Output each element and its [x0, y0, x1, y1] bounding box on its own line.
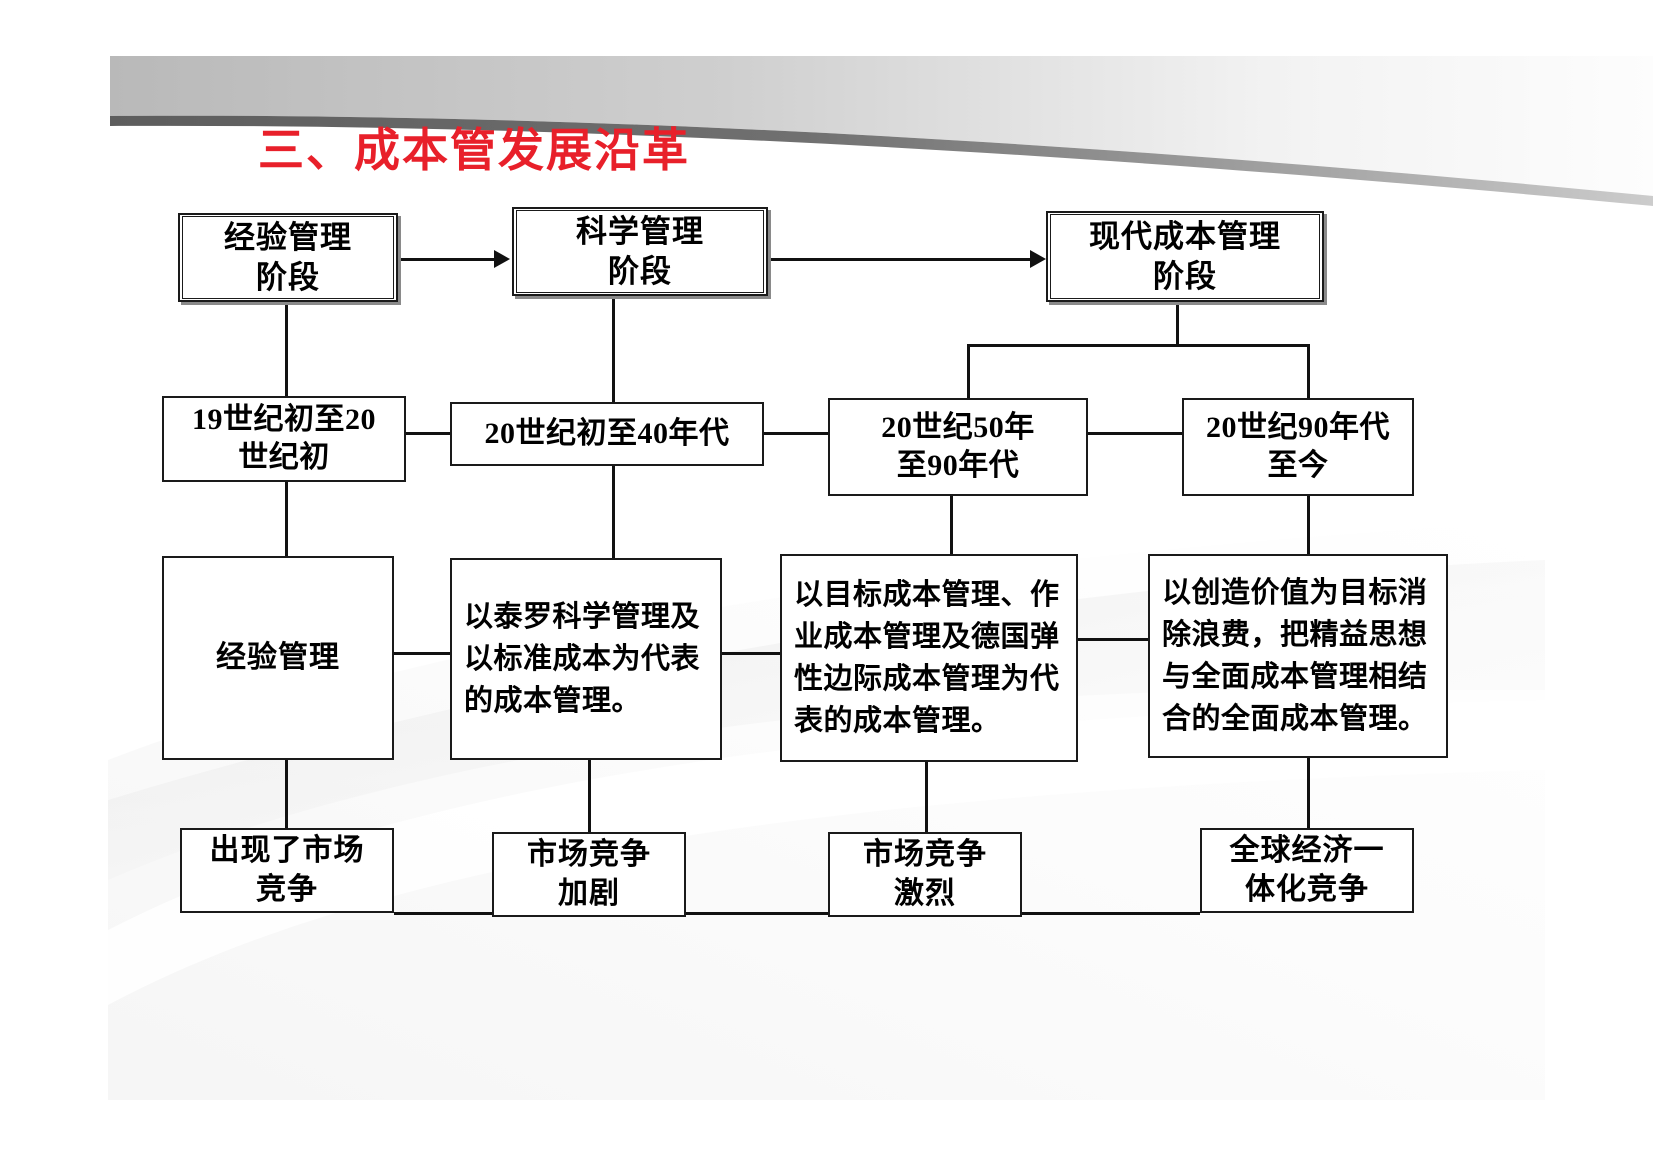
connector-era2-to-desc2 — [612, 466, 615, 558]
competition-box-2-label: 市场竞争 加剧 — [527, 838, 651, 910]
description-box-4[interactable]: 以创造价值为目标消除浪费，把精益思想与全面成本管理相结合的全面成本管理。 — [1148, 554, 1448, 758]
description-box-4-label: 以创造价值为目标消除浪费，把精益思想与全面成本管理相结合的全面成本管理。 — [1162, 576, 1428, 736]
stage-box-experience-label: 经验管理 阶段 — [224, 219, 352, 295]
competition-box-3[interactable]: 市场竞争 激烈 — [828, 832, 1022, 917]
connector-stage3-to-era3 — [967, 344, 970, 398]
connector-stage1-to-era1 — [285, 302, 288, 398]
connector-era1-to-desc1 — [285, 482, 288, 556]
stage-box-scientific-label: 科学管理 阶段 — [576, 213, 704, 289]
connector-era4-to-desc4 — [1307, 496, 1310, 554]
era-box-1[interactable]: 19世纪初至20 世纪初 — [162, 396, 406, 482]
description-box-3-label: 以目标成本管理、作业成本管理及德国弹性边际成本管理为代表的成本管理。 — [794, 578, 1060, 738]
connector-desc1-to-desc2 — [394, 652, 450, 655]
competition-box-3-label: 市场竞争 激烈 — [863, 838, 987, 910]
stage-box-scientific[interactable]: 科学管理 阶段 — [512, 207, 768, 296]
connector-desc3-to-comp3 — [925, 762, 928, 832]
competition-box-4[interactable]: 全球经济一 体化竞争 — [1200, 828, 1414, 913]
connector-comp3-to-comp4 — [1022, 912, 1200, 915]
arrow-head-stage3 — [1030, 250, 1046, 268]
connector-era1-to-era2 — [406, 432, 450, 435]
connector-desc2-to-comp2 — [588, 760, 591, 832]
stage-box-modern[interactable]: 现代成本管理 阶段 — [1046, 211, 1324, 302]
competition-box-4-label: 全球经济一 体化竞争 — [1229, 834, 1385, 906]
connector-stage3-trunk — [1176, 302, 1179, 346]
era-box-3[interactable]: 20世纪50年 至90年代 — [828, 398, 1088, 496]
era-box-1-label: 19世纪初至20 世纪初 — [192, 402, 376, 474]
connector-comp1-to-comp2 — [394, 912, 494, 915]
stage-box-experience[interactable]: 经验管理 阶段 — [178, 213, 398, 302]
connector-era3-to-desc3 — [950, 496, 953, 554]
era-box-2[interactable]: 20世纪初至40年代 — [450, 402, 764, 466]
arrow-head-stage2 — [494, 250, 510, 268]
connector-era2-to-era3 — [764, 432, 828, 435]
description-box-2[interactable]: 以泰罗科学管理及以标准成本为代表的成本管理。 — [450, 558, 722, 760]
competition-box-1[interactable]: 出现了市场 竞争 — [180, 828, 394, 913]
connector-stage3-to-era4 — [1307, 344, 1310, 398]
era-box-2-label: 20世纪初至40年代 — [484, 416, 730, 450]
description-box-1[interactable]: 经验管理 — [162, 556, 394, 760]
competition-box-1-label: 出现了市场 竞争 — [209, 834, 365, 906]
page-title: 三、成本管发展沿革 — [258, 124, 690, 176]
era-box-4[interactable]: 20世纪90年代 至今 — [1182, 398, 1414, 496]
connector-era3-to-era4 — [1088, 432, 1182, 435]
description-box-2-label: 以泰罗科学管理及以标准成本为代表的成本管理。 — [464, 600, 701, 718]
connector-desc3-to-desc4 — [1078, 638, 1148, 641]
era-box-4-label: 20世纪90年代 至今 — [1206, 410, 1390, 482]
connector-comp2-to-comp3 — [686, 912, 828, 915]
description-box-1-label: 经验管理 — [216, 640, 340, 674]
connector-stage2-to-stage3 — [768, 258, 1038, 261]
connector-stage1-to-stage2 — [398, 258, 498, 261]
stage-box-modern-label: 现代成本管理 阶段 — [1089, 218, 1281, 294]
connector-stage3-bar — [967, 344, 1310, 347]
connector-desc2-to-desc3 — [722, 652, 780, 655]
competition-box-2[interactable]: 市场竞争 加剧 — [492, 832, 686, 917]
connector-desc4-to-comp4 — [1307, 758, 1310, 832]
era-box-3-label: 20世纪50年 至90年代 — [881, 410, 1035, 482]
connector-desc1-to-comp1 — [285, 760, 288, 828]
connector-stage2-to-era2 — [612, 296, 615, 402]
description-box-3[interactable]: 以目标成本管理、作业成本管理及德国弹性边际成本管理为代表的成本管理。 — [780, 554, 1078, 762]
